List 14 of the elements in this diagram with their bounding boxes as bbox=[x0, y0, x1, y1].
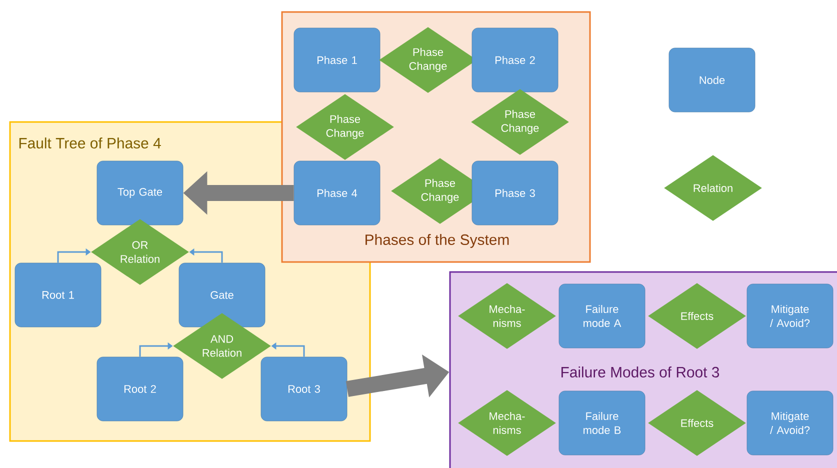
process-box: Phase 4 bbox=[294, 160, 380, 226]
process-box: Top Gate bbox=[96, 160, 184, 226]
process-box: Phase 2 bbox=[472, 28, 558, 92]
process-box: Root 2 bbox=[96, 356, 184, 422]
process-box: Failure mode B bbox=[558, 390, 646, 456]
process-box: Failure mode A bbox=[558, 284, 646, 348]
process-box: Node bbox=[668, 48, 756, 112]
process-box: Mitigate / Avoid? bbox=[746, 284, 834, 348]
process-box: Phase 3 bbox=[472, 160, 558, 226]
process-box: Phase 1 bbox=[294, 28, 380, 92]
process-box: Mitigate / Avoid? bbox=[746, 390, 834, 456]
process-box: Gate bbox=[178, 262, 266, 328]
process-box: Root 3 bbox=[260, 356, 348, 422]
process-box: Root 1 bbox=[14, 262, 102, 328]
